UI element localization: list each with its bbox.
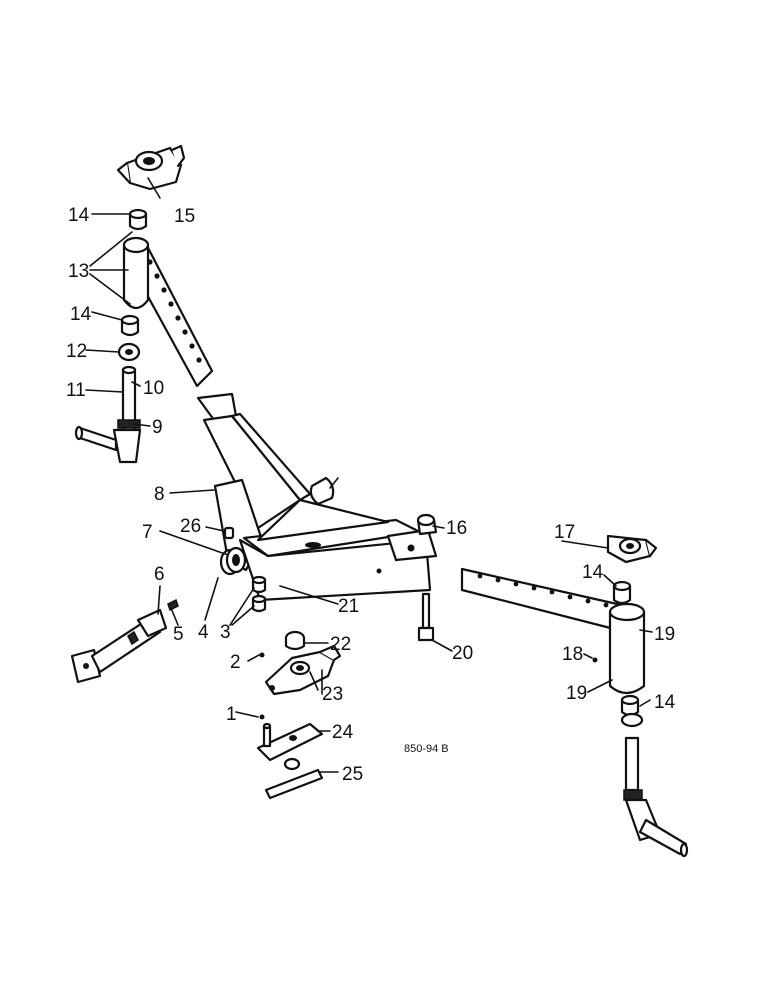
pin-part-2 (259, 652, 265, 658)
callout-17: 17 (554, 522, 575, 543)
drawing-code: 850-94 B (404, 743, 449, 755)
spindle-left-part-11 (74, 365, 142, 464)
callout-16: 16 (446, 518, 467, 539)
washer-part-12 (117, 342, 141, 362)
bolt-part-26 (223, 526, 235, 540)
callout-11: 11 (66, 380, 86, 401)
callout-19-left: 19 (566, 683, 587, 704)
leader-lines (85, 177, 653, 773)
front-axle-frame-part-8 (196, 392, 438, 602)
callouts: 15 14 13 14 12 11 10 9 8 26 7 6 5 4 3 21… (66, 205, 676, 785)
callout-26: 26 (180, 516, 201, 537)
callout-12: 12 (66, 341, 87, 362)
bushing-part-14-top-left (128, 208, 148, 231)
callout-25: 25 (342, 764, 363, 785)
axle-extension-right-part-19 (460, 567, 646, 695)
callout-22: 22 (330, 634, 351, 655)
clamp-part-17 (606, 534, 658, 564)
callout-15: 15 (174, 206, 195, 227)
clamp-part-15 (116, 144, 186, 191)
extension-holes-right (477, 573, 609, 608)
callout-13: 13 (68, 261, 89, 282)
callout-24: 24 (332, 722, 354, 743)
callout-8: 8 (154, 484, 165, 505)
pin-part-1 (259, 714, 265, 720)
callout-21: 21 (338, 596, 359, 617)
bracket-part-23 (264, 644, 342, 696)
nut-part-22 (284, 630, 306, 651)
strap-part-25 (264, 757, 324, 800)
callout-14-mid-left: 14 (70, 304, 92, 325)
bushing-part-14-bottom-right (620, 694, 640, 717)
callout-20: 20 (452, 643, 473, 664)
callout-14-top-left: 14 (68, 205, 90, 226)
callout-3: 3 (220, 622, 231, 643)
callout-14-bottom-right: 14 (654, 692, 676, 713)
pivot-pin-part-6 (70, 608, 168, 684)
callout-14-top-right: 14 (582, 562, 604, 583)
callout-23: 23 (322, 684, 343, 705)
spindle-right (620, 712, 689, 858)
bushings-part-3 (251, 575, 267, 613)
axle-extension-left-part-13 (122, 236, 214, 388)
callout-10: 10 (143, 378, 164, 399)
callout-18: 18 (562, 644, 583, 665)
plate-part-24 (256, 722, 324, 762)
callout-4: 4 (198, 622, 209, 643)
pin-part-18 (592, 657, 598, 663)
nut-part-16 (416, 513, 438, 536)
callout-1: 1 (226, 704, 237, 725)
callout-5: 5 (173, 624, 184, 645)
bushing-part-14-top-right (612, 580, 632, 605)
pivot-bushing-part-7 (219, 546, 247, 576)
bolt-part-20 (417, 592, 435, 642)
callout-9: 9 (152, 417, 163, 438)
callout-19-right: 19 (654, 624, 675, 645)
callout-7: 7 (142, 522, 153, 543)
bushing-part-14-mid-left (120, 314, 140, 337)
callout-6: 6 (154, 564, 165, 585)
callout-2: 2 (230, 652, 241, 673)
pin-part-5 (167, 598, 179, 612)
